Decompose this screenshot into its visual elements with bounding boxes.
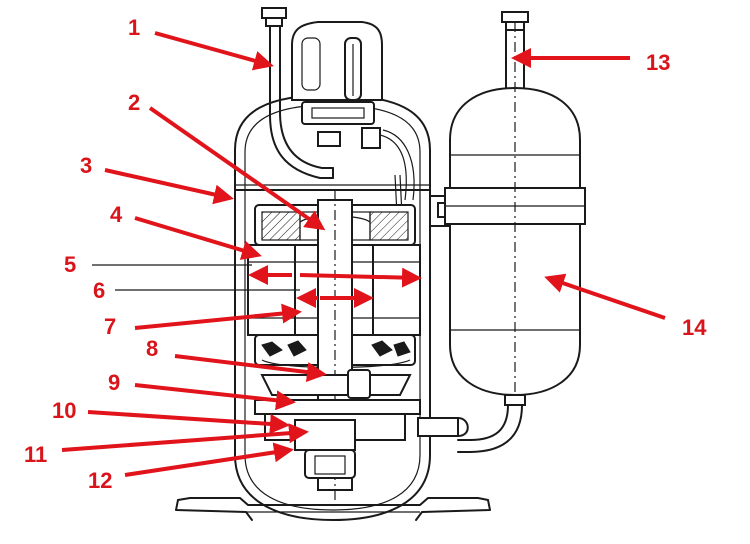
callout-arrow-8 [174,354,327,382]
callout-label-13: 13 [646,50,670,75]
callout-arrow-3 [104,168,234,205]
suction-tube [457,394,526,453]
lower-bearing [254,369,469,479]
callout-arrow-9 [134,383,296,411]
callout-arrow-7 [134,303,302,330]
callout-arrow-11 [61,423,309,452]
callout-label-6: 6 [93,278,105,303]
callout-labels: 1 2 3 4 5 6 7 8 9 10 11 12 13 14 [24,15,707,493]
callout-label-12: 12 [88,468,112,493]
terminal-cover [291,21,383,149]
callout-label-14: 14 [682,315,707,340]
callout-arrow-14 [544,273,666,320]
callout-arrow-10 [87,410,290,434]
discharge-pipe [261,7,334,179]
callout-label-7: 7 [104,314,116,339]
compressor-drawing [175,7,586,521]
callout-label-10: 10 [52,398,76,423]
lead-wires [379,129,415,216]
accumulator [444,11,586,397]
callout-label-5: 5 [64,252,76,277]
callout-label-3: 3 [80,153,92,178]
callout-arrow-4 [134,216,262,260]
callout-label-1: 1 [128,15,140,40]
callout-label-2: 2 [128,90,140,115]
callout-arrow-12 [124,442,294,477]
callout-label-9: 9 [108,370,120,395]
callout-arrow-1 [154,31,274,71]
callout-arrows [61,31,666,477]
callout-label-11: 11 [24,442,47,467]
callout-label-4: 4 [110,202,123,227]
callout-label-8: 8 [146,336,158,361]
mounting-base [175,497,491,521]
callout-arrow-5b [299,267,422,288]
callout-arrow-2 [148,106,326,231]
